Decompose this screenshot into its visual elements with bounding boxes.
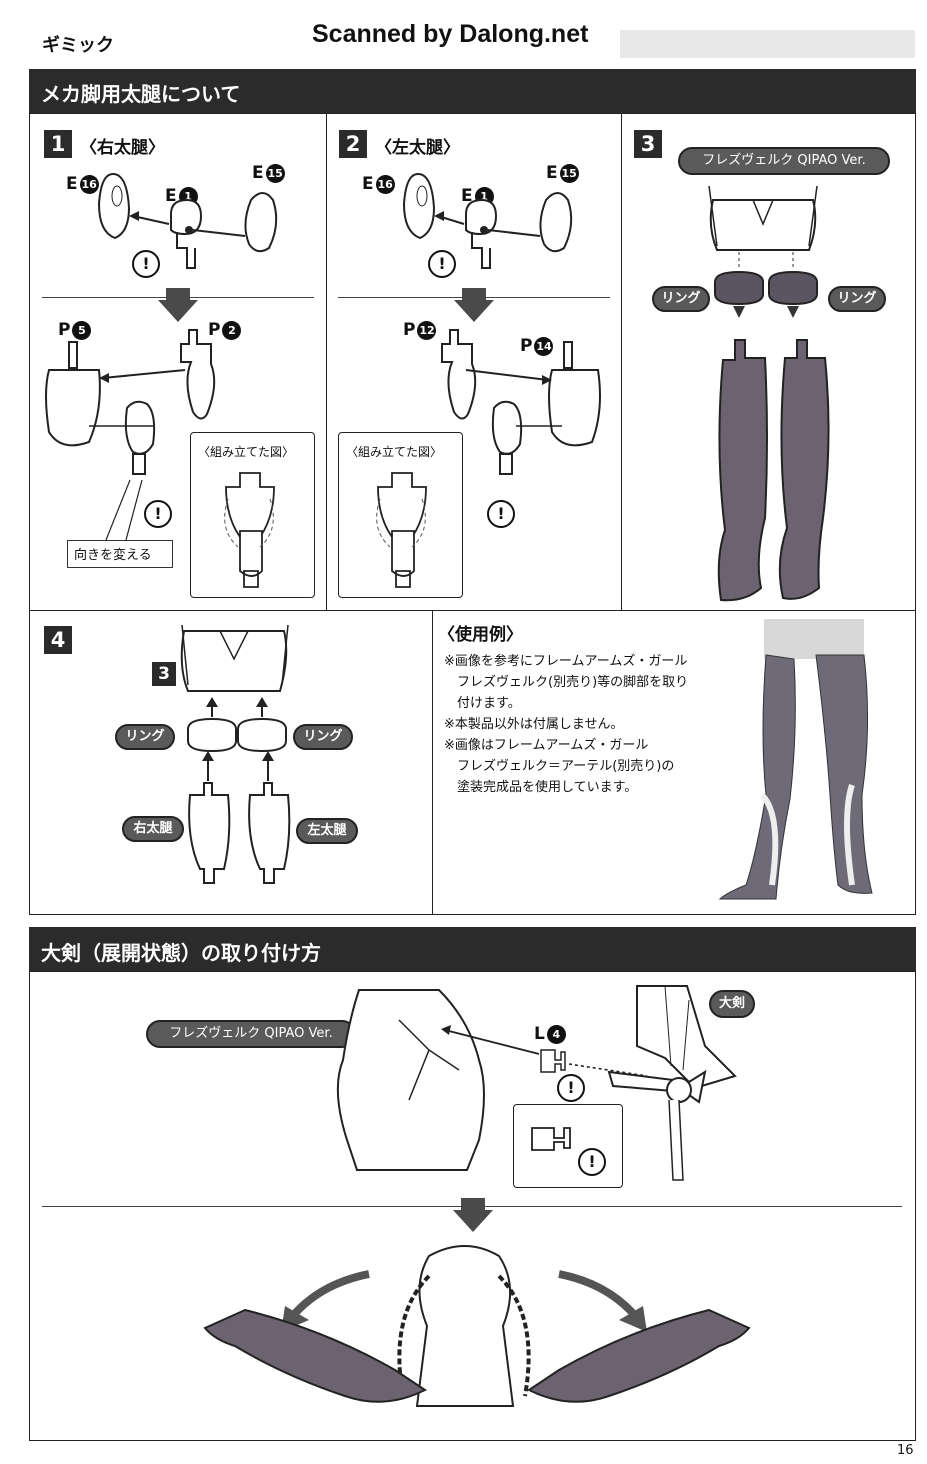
ring-label-left: リング: [115, 724, 175, 750]
down-arrow-step-2: [454, 288, 494, 322]
step-1-thigh-drawing: [45, 329, 216, 475]
usage-title: 〈使用例〉: [438, 625, 523, 645]
assembled-thigh-1: [224, 472, 275, 588]
wing-blade-right: [527, 1308, 751, 1403]
l4-peg-shape: [540, 1049, 566, 1073]
page-number: 16: [897, 1443, 914, 1458]
warning-icon: !: [144, 500, 172, 528]
usage-note-line: フレズヴェルク＝アーテル(別売り)の: [444, 759, 675, 774]
section-header-thigh: メカ脚用太腿について: [29, 69, 916, 113]
assembled-label-2: 〈組み立てた図〉: [346, 445, 443, 459]
step-2-thigh-drawing: [441, 329, 601, 475]
warning-icon: !: [428, 250, 456, 278]
step-3-legs-drawing: [708, 185, 830, 602]
warning-icon: !: [487, 500, 515, 528]
ring-left-shape: [714, 270, 764, 306]
step-3-number: 3: [634, 130, 662, 158]
down-arrow-sword: [453, 1198, 493, 1232]
right-thigh-label: 右太腿: [122, 816, 184, 842]
sword-attach-drawing: [336, 985, 737, 1181]
usage-note-line: 塗装完成品を使用しています。: [444, 780, 638, 795]
wing-blade-left: [203, 1308, 427, 1403]
e15-pad-shape: [244, 192, 278, 253]
left-leg-shape: [717, 339, 768, 602]
figure-label-sword: フレズヴェルク QIPAO Ver.: [146, 1020, 356, 1048]
usage-note-line: ※画像はフレームアームズ・ガール: [444, 738, 649, 753]
warning-icon: !: [557, 1074, 585, 1102]
callout-lines: [105, 479, 143, 541]
step-2-title: 〈左太腿〉: [375, 138, 460, 158]
usage-photo-legs: [718, 619, 873, 900]
e1-knee-shape: [124, 400, 156, 475]
assembled-view-box-1: [190, 432, 315, 598]
warning-icon: !: [132, 250, 160, 278]
step-ref-3: 3: [152, 662, 176, 686]
step-1-parts-drawing: [97, 172, 278, 269]
section-title-sword: 大剣（展開状態）の取り付け方: [41, 941, 321, 965]
section-title-thigh: メカ脚用太腿について: [41, 82, 241, 106]
panel-usage: [432, 610, 916, 915]
turn-around-label: 向きを変える: [67, 540, 173, 568]
step-4-number: 4: [44, 626, 72, 654]
panel-sword: [29, 971, 916, 1441]
line-e15-to-e1: [192, 229, 246, 237]
figure-torso-shape: [336, 989, 485, 1171]
e1-socket: [185, 226, 193, 234]
left-thigh-label: 左太腿: [296, 818, 358, 844]
assembled-label-1: 〈組み立てた図〉: [198, 445, 295, 459]
section-header-sword: 大剣（展開状態）の取り付け方: [29, 927, 916, 972]
warning-icon: !: [578, 1148, 606, 1176]
sword-label: 大剣: [709, 990, 755, 1018]
arrow-p2-to-p5: [102, 369, 186, 379]
rotate-arrow-right: [558, 1270, 641, 1321]
page-tab-label: ギミック: [42, 35, 114, 56]
e16-cap-inner: [111, 185, 123, 207]
right-leg-shape: [778, 339, 830, 600]
peg-detail-drawing: [531, 1127, 571, 1151]
step-2-parts-drawing: [402, 172, 573, 269]
ring-right-shape: [768, 270, 818, 306]
faded-header-strip: [620, 30, 915, 58]
ring-label-right: リング: [293, 724, 353, 750]
p5-shell-shape: [45, 341, 101, 447]
figure-back-shape: [415, 1245, 515, 1407]
step-2-number: 2: [339, 130, 367, 158]
sword-deployed-drawing: [203, 1245, 751, 1407]
p2-frame-shape: [180, 329, 216, 420]
step-4-legs-drawing: [180, 624, 291, 884]
rotate-arrow-left: [287, 1270, 370, 1321]
peg-detail-box: [513, 1104, 623, 1188]
usage-note-line: ※画像を参考にフレームアームズ・ガール: [444, 654, 688, 669]
usage-note-line: 付けます。: [444, 696, 521, 711]
assembled-view-box-2: [338, 432, 463, 598]
usage-note-line: ※本製品以外は付属しません。: [444, 717, 624, 732]
step-1-title: 〈右太腿〉: [80, 138, 165, 158]
e1-joint-shape: [170, 198, 203, 269]
assembled-thigh-2: [376, 472, 427, 588]
step-1-number: 1: [44, 130, 72, 158]
e16-cap-shape: [97, 172, 131, 240]
usage-note-line: フレズヴェルク(別売り)等の脚部を取り: [444, 675, 689, 690]
down-arrow-step-1: [158, 288, 198, 322]
ring-label-left: リング: [652, 286, 710, 312]
ring-label-right: リング: [828, 286, 886, 312]
scan-credit: Scanned by Dalong.net: [312, 20, 589, 48]
figure-label-step-3: フレズヴェルク QIPAO Ver.: [678, 147, 890, 175]
